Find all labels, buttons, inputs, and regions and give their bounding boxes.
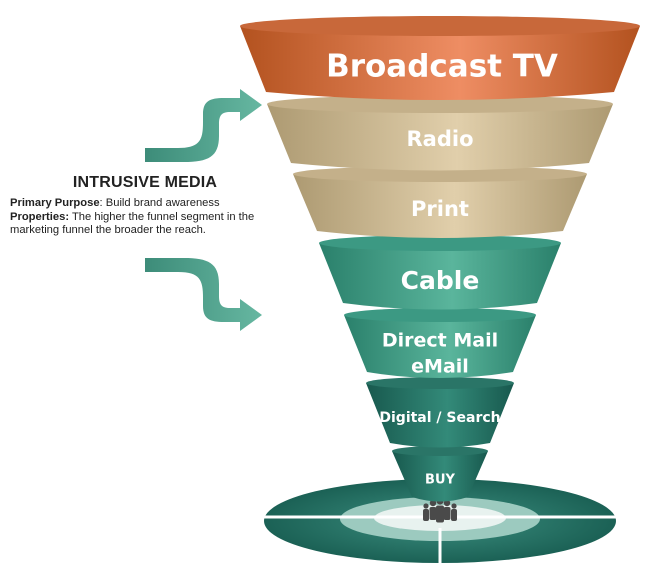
segment-label-buy: BUY (425, 473, 455, 488)
segment-label-direct-mail: Direct Mail (382, 330, 498, 352)
segment-label-cable: Cable (401, 266, 480, 295)
funnel-segment-broadcast-tv: Broadcast TV (240, 16, 640, 100)
segment-label-radio: Radio (407, 127, 474, 151)
properties-label: Properties: (10, 210, 70, 223)
funnel-segment-buy: BUY (392, 446, 488, 502)
funnel-segment-digital-search: Digital / Search (366, 377, 514, 448)
purpose-text: : Build brand awareness (99, 197, 220, 209)
funnel-segment-radio: Radio (267, 95, 613, 171)
segment-label-print: Print (411, 197, 469, 221)
purpose-label: Primary Purpose (10, 197, 100, 209)
annotation-properties: Properties: The higher the funnel segmen… (10, 211, 272, 238)
annotation-title: INTRUSIVE MEDIA (72, 174, 218, 191)
funnel-segment-direct-mail: Direct Mail eMail (344, 308, 536, 378)
funnel-segment-cable: Cable (319, 235, 561, 310)
intrusive-media-annotation: INTRUSIVE MEDIA Primary Purpose: Build b… (10, 174, 272, 238)
funnel-segment-print: Print (293, 166, 587, 238)
properties-text: The higher the funnel segment in the mar… (10, 210, 255, 237)
curved-arrow-icon-lower (145, 258, 262, 331)
annotation-purpose: Primary Purpose: Build brand awareness (10, 197, 272, 211)
curved-arrow-icon-upper (145, 89, 262, 162)
segment-label-email: eMail (411, 356, 469, 378)
segment-label-broadcast-tv: Broadcast TV (326, 49, 558, 85)
segment-label-digital-search: Digital / Search (379, 410, 500, 426)
